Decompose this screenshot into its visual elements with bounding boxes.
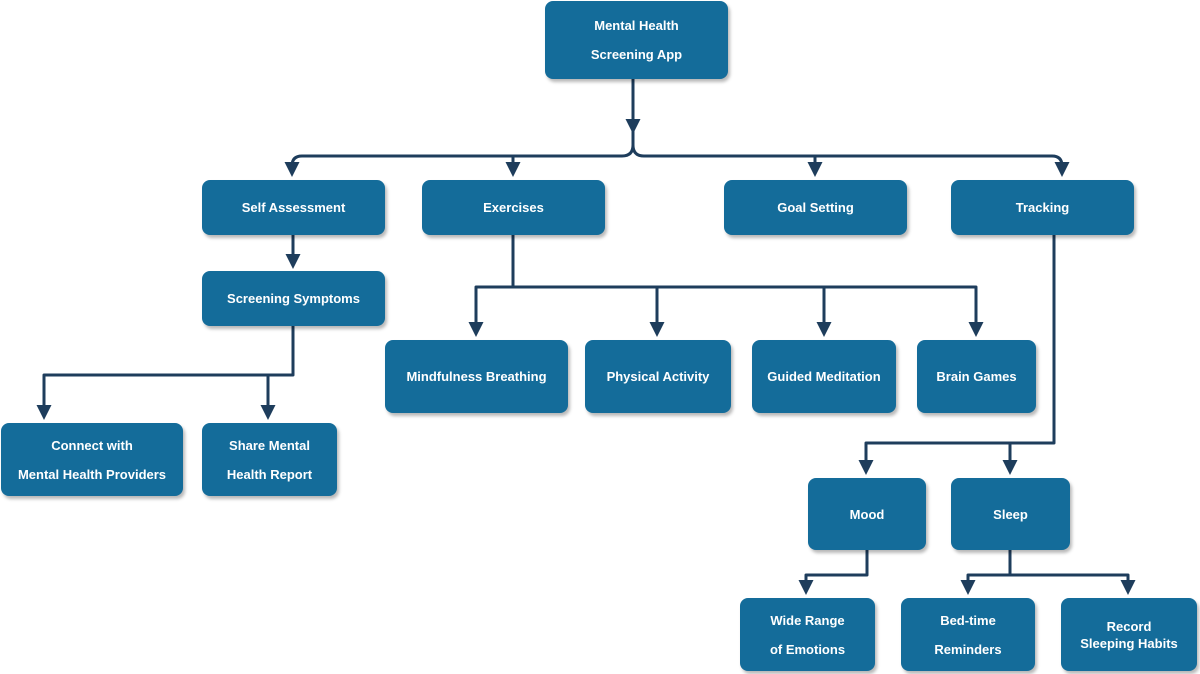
node-screening-symptoms: Screening Symptoms [202,271,385,326]
node-sleep: Sleep [951,478,1070,550]
node-mood: Mood [808,478,926,550]
node-physical-activity: Physical Activity [585,340,731,413]
node-mental-health-screening-app: Mental Health Screening App [545,1,728,79]
node-label: Guided Meditation [767,369,881,384]
node-label: Record [1106,618,1152,634]
node-brain-games: Brain Games [917,340,1036,413]
node-goal-setting: Goal Setting [724,180,907,235]
node-label: Mindfulness Breathing [406,369,547,384]
node-exercises: Exercises [422,180,605,235]
node-tracking: Tracking [951,180,1134,235]
node-label: Sleep [993,506,1028,522]
node-label: Mood [849,506,885,522]
node-label: Tracking [1015,200,1070,215]
node-self-assessment: Self Assessment [202,180,385,235]
connector-tracking-children [858,230,1056,475]
node-label: Screening App [590,47,683,62]
node-label: Exercises [483,200,544,215]
node-wide-range-of-emotions: Wide Range of Emotions [740,598,875,671]
node-label: Sleeping Habits [1080,635,1178,651]
node-connect-with-providers: Connect with Mental Health Providers [1,423,183,496]
node-label: Connect with [51,437,133,453]
connector-exercises-children [468,235,515,337]
node-label: of Emotions [769,641,846,657]
connector-root-self-assessment [284,131,635,177]
node-guided-meditation: Guided Meditation [752,340,896,413]
connector-mood-emotions [798,550,869,595]
node-label: Brain Games [936,369,1017,384]
node-label: Goal Setting [777,200,854,215]
node-label: Screening Symptoms [227,291,360,306]
node-label: Mental Health [594,18,679,33]
connector-root-goal-setting [631,144,1070,177]
node-share-mental-health-report: Share Mental Health Report [202,423,337,496]
node-label: Bed-time [940,612,996,628]
node-label: Wide Range [770,612,845,628]
node-label: Self Assessment [241,200,346,215]
connector-sleep-record [1010,573,1136,595]
connector-sleep-children [960,550,1012,595]
node-label: Reminders [934,641,1002,657]
node-label: Share Mental [229,437,310,453]
node-label: Mental Health Providers [17,466,167,482]
node-label: Physical Activity [606,369,710,384]
connector-screening-children [36,326,295,420]
node-bed-time-reminders: Bed-time Reminders [901,598,1035,671]
node-label: Health Report [226,466,313,482]
node-mindfulness-breathing: Mindfulness Breathing [385,340,568,413]
node-record-sleeping-habits: Record Sleeping Habits [1061,598,1197,671]
connector-exercises-bus [513,285,984,337]
